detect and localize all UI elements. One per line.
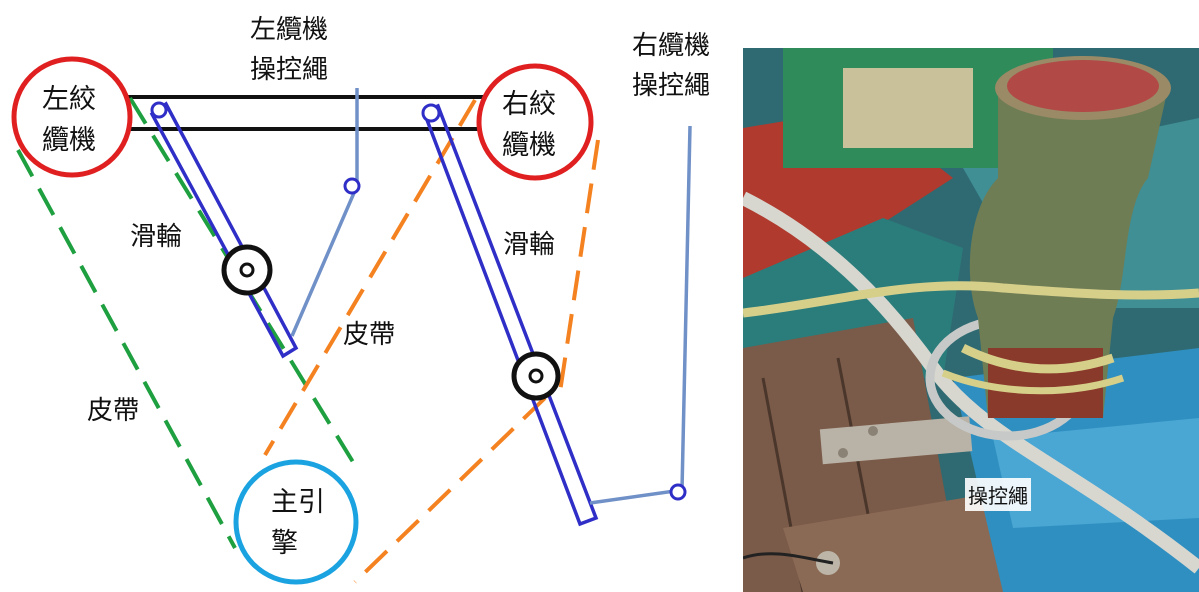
- left-belt-label: 皮帶: [87, 396, 139, 426]
- right-control-rope-ring: [669, 483, 687, 501]
- green-belt-inner: [128, 96, 355, 464]
- main-engine-label-line2: 擎: [271, 528, 298, 559]
- right-winch-circle: [476, 63, 594, 181]
- left-control-rope-label-line2: 操控繩: [250, 55, 328, 85]
- right-pulley: [511, 351, 561, 401]
- left-winch-label-line2: 纜機: [42, 125, 96, 156]
- left-pulley-label: 滑輪: [130, 222, 182, 252]
- photo-control-rope-label: 操控繩: [965, 478, 1031, 511]
- left-winch-circle: [11, 56, 133, 178]
- right-control-rope-label-line1: 右纜機: [632, 31, 710, 61]
- orange-belt-inner: [263, 98, 477, 457]
- right-control-rope-label-line2: 操控繩: [632, 71, 710, 101]
- main-engine-label-line1: 主引: [271, 487, 325, 518]
- left-pulley: [221, 244, 273, 296]
- right-winch-label-line2: 纜機: [502, 130, 556, 161]
- left-control-rope-label-line1: 左纜機: [250, 15, 328, 45]
- right-control-rope: [589, 125, 692, 505]
- left-winch-label-line1: 左絞: [42, 84, 96, 115]
- right-lever-pivot: [421, 103, 441, 123]
- left-control-rope-ring: [343, 177, 361, 195]
- right-pulley-label: 滑輪: [503, 230, 555, 260]
- winch-photo: 操控繩: [743, 48, 1199, 592]
- left-control-rope: [290, 88, 359, 337]
- orange-belt-outer: [558, 139, 600, 393]
- right-winch-label-line1: 右絞: [502, 89, 556, 120]
- orange-belt-lower: [353, 396, 547, 584]
- winch-drive-diagram: 左絞 纜機 右絞 纜機 主引 擎 左纜機 操控繩 右纜機 操控繩 滑輪 滑輪 皮…: [11, 15, 710, 585]
- green-belt-outer: [16, 149, 237, 549]
- main-engine-circle: [233, 459, 359, 585]
- left-lever-pivot: [150, 101, 168, 119]
- center-belt-label: 皮帶: [343, 320, 395, 350]
